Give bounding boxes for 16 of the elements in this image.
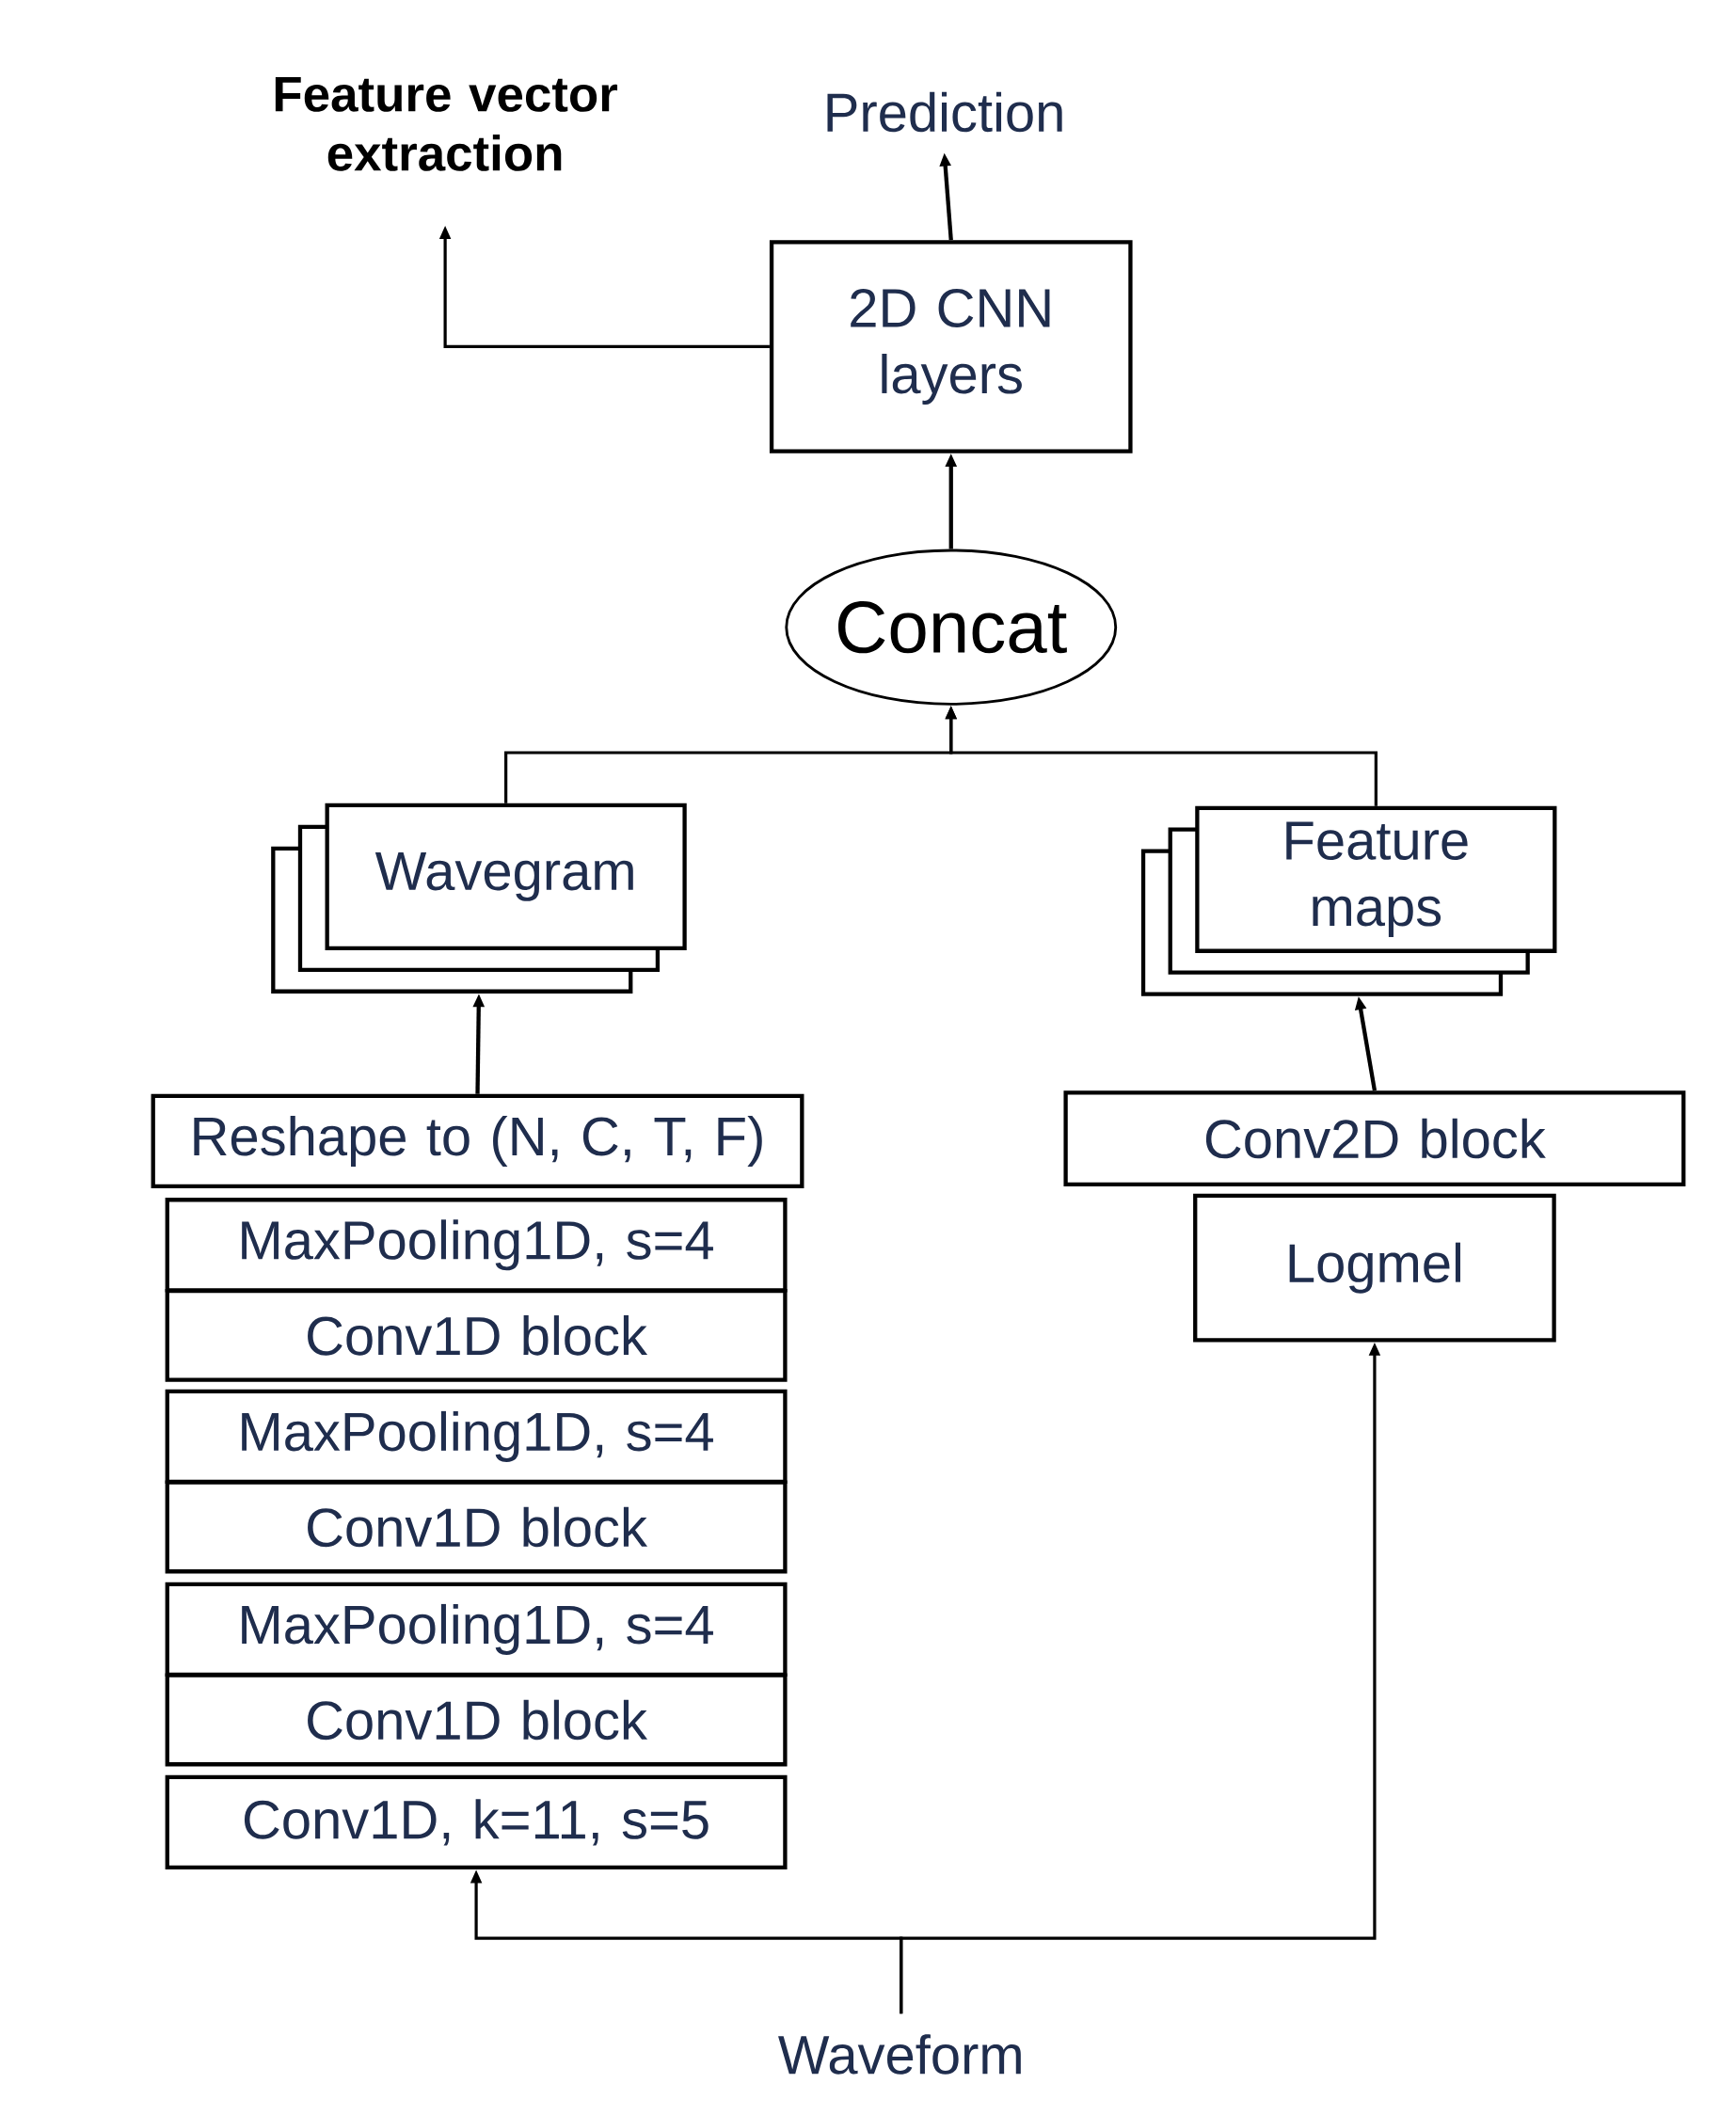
- process-box: Conv1D block: [165, 1480, 788, 1574]
- io-label: Waveform: [777, 2034, 1021, 2075]
- process-box: Logmel: [1193, 1193, 1556, 1343]
- process-box: Conv1D block: [165, 1673, 788, 1767]
- process-box: 2D CNN layers: [769, 240, 1133, 453]
- io-label: Prediction: [827, 91, 1062, 133]
- stacked-box: Feature maps: [1140, 805, 1557, 996]
- stacked-box: Wavegram: [271, 803, 687, 994]
- process-box: Conv1D, k=11, s=5: [165, 1774, 788, 1870]
- process-box: Conv1D block: [165, 1288, 788, 1382]
- process-box: MaxPooling1D, s=4: [165, 1389, 788, 1485]
- process-box: Conv2D block: [1063, 1090, 1686, 1186]
- process-box: MaxPooling1D, s=4: [165, 1198, 788, 1293]
- process-box: Reshape to (N, C, T, F): [151, 1093, 804, 1189]
- process-box: MaxPooling1D, s=4: [165, 1582, 788, 1678]
- output-label: Feature vector extraction: [275, 76, 617, 171]
